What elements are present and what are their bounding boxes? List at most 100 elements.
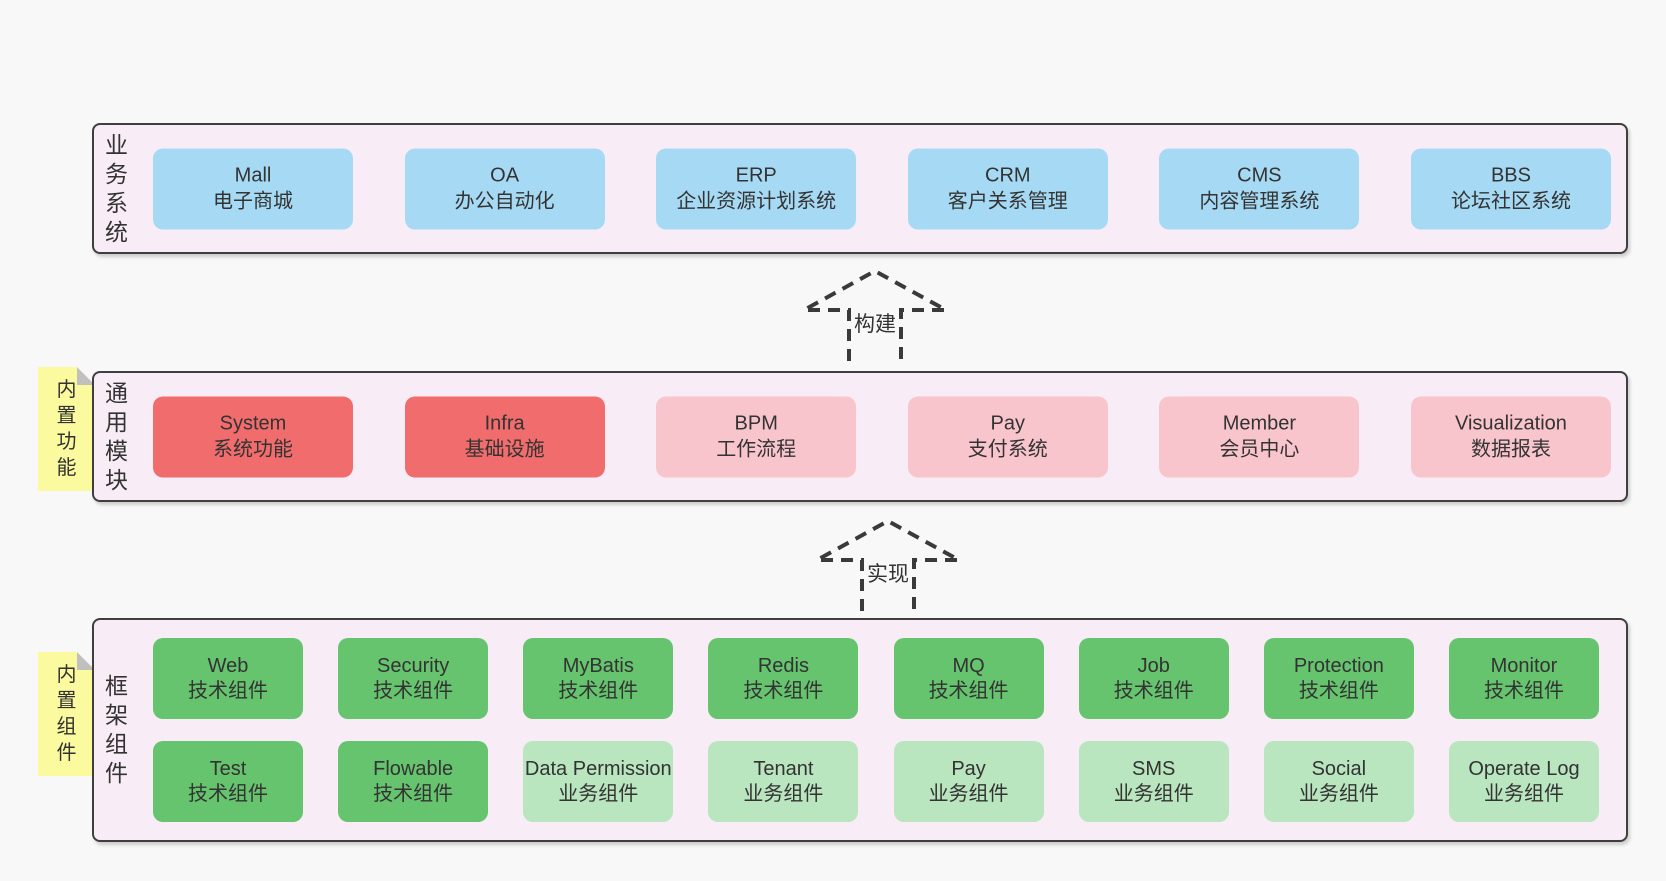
box-test: Test 技术组件 (153, 741, 303, 822)
box-title: Monitor (1490, 654, 1558, 677)
box-job: Job 技术组件 (1078, 638, 1229, 719)
arrow-label: 构建 (851, 308, 899, 338)
box-title: MQ (952, 654, 985, 677)
sticky-note-builtin-features: 内置功能 (38, 367, 95, 491)
box-bbs: BBS 论坛社区系统 (1410, 148, 1611, 229)
box-monitor: Monitor 技术组件 (1448, 638, 1599, 719)
box-title: Redis (757, 654, 809, 677)
box-title: Member (1222, 412, 1297, 435)
business-boxes-row: Mall 电子商城 OA 办公自动化 ERP 企业资源计划系统 CRM 客户关系… (153, 148, 1611, 229)
box-social: Social 业务组件 (1263, 741, 1414, 822)
box-subtitle: 基础设施 (464, 438, 545, 461)
box-sms: SMS 业务组件 (1078, 741, 1229, 822)
box-infra: Infra 基础设施 (404, 396, 605, 477)
box-title: Security (377, 654, 450, 677)
tech-components-row: Web 技术组件 Security 技术组件 MyBatis 技术组件 Redi… (153, 638, 1599, 719)
box-title: CMS (1237, 164, 1282, 187)
box-title: Pay (990, 412, 1026, 435)
box-cms: CMS 内容管理系统 (1159, 148, 1360, 229)
arrow-build: 构建 (800, 268, 950, 363)
module-boxes-row: System 系统功能 Infra 基础设施 BPM 工作流程 Pay 支付系统… (153, 396, 1611, 477)
box-oa: OA 办公自动化 (404, 148, 605, 229)
panel-framework-components: 框架组件 Web 技术组件 Security 技术组件 MyBatis 技术组件… (92, 618, 1628, 842)
box-subtitle: 系统功能 (213, 438, 293, 461)
box-title: Web (207, 654, 249, 677)
box-title: Pay (951, 757, 986, 780)
note-text: 内置组件 (56, 664, 77, 764)
box-data-permission: Data Permission 业务组件 (523, 741, 674, 822)
box-subtitle: 数据报表 (1470, 438, 1551, 461)
box-title: Mall (234, 164, 272, 187)
box-title: Flowable (373, 757, 454, 780)
box-title: Operate Log (1468, 757, 1580, 780)
box-subtitle: 技术组件 (188, 782, 268, 805)
box-subtitle: 论坛社区系统 (1450, 190, 1571, 213)
box-title: MyBatis (562, 654, 634, 677)
box-subtitle: 技术组件 (1483, 679, 1564, 702)
sticky-note-builtin-components: 内置组件 (38, 652, 95, 776)
box-tenant: Tenant 业务组件 (708, 741, 859, 822)
box-title: Data Permission (524, 757, 672, 780)
box-subtitle: 内容管理系统 (1199, 190, 1320, 213)
box-erp: ERP 企业资源计划系统 (656, 148, 857, 229)
box-subtitle: 客户关系管理 (947, 190, 1068, 213)
box-title: Protection (1293, 654, 1384, 677)
box-flowable: Flowable 技术组件 (338, 741, 489, 822)
box-visualization: Visualization 数据报表 (1410, 396, 1611, 477)
box-title: CRM (985, 164, 1031, 187)
box-subtitle: 业务组件 (743, 782, 824, 805)
box-title: Job (1137, 654, 1170, 677)
box-title: BPM (734, 412, 778, 435)
panel-label-common-modules: 通用模块 (105, 379, 128, 493)
dashed-up-arrow-icon (816, 518, 960, 611)
box-bpm: BPM 工作流程 (656, 396, 857, 477)
panel-common-modules: 通用模块 System 系统功能 Infra 基础设施 BPM 工作流程 Pay… (92, 371, 1628, 502)
box-subtitle: 技术组件 (743, 679, 824, 702)
box-subtitle: 技术组件 (1298, 679, 1379, 702)
arrow-label: 实现 (864, 558, 912, 588)
box-mall: Mall 电子商城 (153, 148, 353, 229)
box-subtitle: 企业资源计划系统 (676, 190, 837, 213)
box-system: System 系统功能 (153, 396, 353, 477)
box-protection: Protection 技术组件 (1263, 638, 1414, 719)
box-web: Web 技术组件 (153, 638, 303, 719)
box-subtitle: 会员中心 (1219, 438, 1300, 461)
box-member: Member 会员中心 (1159, 396, 1360, 477)
box-subtitle: 业务组件 (1113, 782, 1194, 805)
note-text: 内置功能 (56, 379, 77, 479)
box-operate-log: Operate Log 业务组件 (1448, 741, 1599, 822)
panel-label-business-systems: 业务系统 (105, 131, 128, 245)
box-title: Visualization (1455, 412, 1567, 435)
box-subtitle: 工作流程 (716, 438, 797, 461)
box-subtitle: 支付系统 (967, 438, 1048, 461)
box-subtitle: 业务组件 (1483, 782, 1564, 805)
box-subtitle: 技术组件 (188, 679, 268, 702)
box-title: BBS (1490, 164, 1531, 187)
box-mq: MQ 技术组件 (893, 638, 1044, 719)
arrow-implement: 实现 (813, 518, 963, 613)
box-title: Social (1311, 757, 1367, 780)
box-pay-biz: Pay 业务组件 (893, 741, 1044, 822)
box-subtitle: 技术组件 (1113, 679, 1194, 702)
box-subtitle: 电子商城 (213, 190, 293, 213)
dashed-up-arrow-icon (803, 268, 947, 361)
box-title: Test (209, 757, 247, 780)
box-subtitle: 办公自动化 (454, 190, 555, 213)
box-subtitle: 业务组件 (558, 782, 639, 805)
box-subtitle: 技术组件 (928, 679, 1009, 702)
box-subtitle: 业务组件 (928, 782, 1009, 805)
component-grid: Web 技术组件 Security 技术组件 MyBatis 技术组件 Redi… (153, 620, 1599, 840)
box-title: OA (490, 164, 520, 187)
panel-label-framework-components: 框架组件 (105, 673, 128, 786)
box-subtitle: 技术组件 (373, 679, 454, 702)
box-subtitle: 技术组件 (373, 782, 454, 805)
biz-components-row: Test 技术组件 Flowable 技术组件 Data Permission … (153, 741, 1599, 822)
box-crm: CRM 客户关系管理 (907, 148, 1108, 229)
box-mybatis: MyBatis 技术组件 (523, 638, 674, 719)
box-title: SMS (1132, 757, 1176, 780)
box-title: System (219, 412, 287, 435)
box-title: Tenant (753, 757, 814, 780)
panel-business-systems: 业务系统 Mall 电子商城 OA 办公自动化 ERP 企业资源计划系统 CRM… (92, 123, 1628, 254)
box-title: Infra (484, 412, 525, 435)
box-subtitle: 技术组件 (558, 679, 639, 702)
